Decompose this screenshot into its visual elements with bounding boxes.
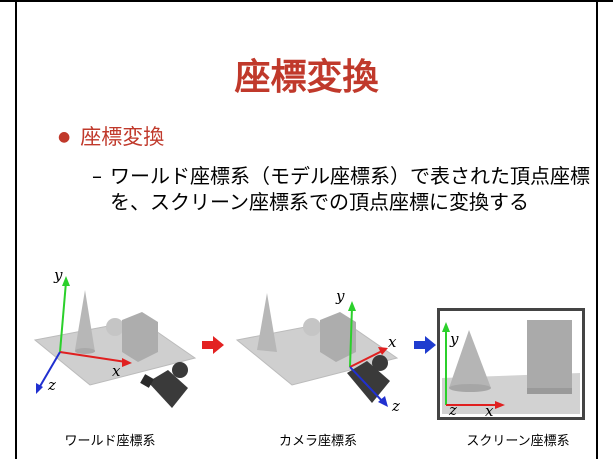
y-axis-arrowhead: [62, 276, 70, 286]
box-shape: [320, 312, 356, 362]
frame-left-border: [15, 0, 17, 459]
y-axis-label: y: [53, 270, 63, 284]
x-axis-label: x: [485, 402, 494, 420]
z-axis-label: z: [391, 397, 400, 415]
cone-shape: [449, 330, 491, 388]
cone-base: [75, 348, 95, 354]
cone-shape: [75, 290, 95, 352]
y-axis-arrowhead: [442, 322, 450, 332]
camera-coordinates-illustration: y x z: [235, 287, 400, 415]
camera-lens: [140, 374, 154, 388]
frame-top-border: [0, 0, 613, 2]
world-coordinates-illustration: y x z: [33, 270, 197, 408]
transform-arrow-blue: [414, 336, 436, 354]
x-axis-line: [59, 351, 127, 363]
world-coordinates-caption: ワールド座標系: [64, 434, 156, 449]
slide-title: 座標変換: [234, 57, 379, 98]
bullet-item: ● 座標変換: [58, 121, 164, 151]
z-axis-arrowhead: [378, 396, 388, 407]
y-axis-line: [59, 281, 67, 353]
camera-body: [148, 370, 188, 408]
sphere-shape: [106, 318, 124, 336]
sub-bullet-dash: –: [92, 164, 102, 188]
cone-base: [449, 384, 491, 392]
x-axis-arrowhead: [122, 358, 132, 367]
bullet-dot: ●: [58, 129, 71, 145]
camera-reel: [172, 362, 188, 378]
box-shape: [122, 312, 158, 362]
z-axis-arrowhead: [36, 383, 43, 394]
x-axis-arrowhead: [495, 401, 505, 409]
screen-coordinates-illustration: y x z: [437, 308, 585, 420]
z-axis-label: z: [47, 376, 56, 394]
y-axis-arrowhead: [348, 301, 356, 311]
y-axis-label: y: [335, 287, 345, 305]
z-axis-label: z: [448, 401, 457, 419]
sub-bullet-text: ワールド座標系（モデル座標系）で表された頂点座標を、スクリーン座標系での頂点座標…: [110, 164, 590, 214]
camera-coordinates-caption: カメラ座標系: [278, 434, 357, 449]
cone-shape: [257, 293, 277, 352]
frame-right-border: [596, 0, 598, 459]
sub-bullet: – ワールド座標系（モデル座標系）で表された頂点座標を、スクリーン座標系での頂点…: [92, 163, 592, 215]
x-axis-label: x: [388, 333, 397, 351]
box-shape: [527, 320, 572, 392]
x-axis-arrowhead: [378, 347, 388, 355]
sphere-shape: [303, 318, 321, 336]
z-axis-line: [38, 351, 61, 389]
x-axis-label: x: [112, 362, 121, 380]
camera-reel: [372, 355, 388, 371]
bullet-text: 座標変換: [80, 125, 165, 149]
camera-body: [347, 361, 390, 403]
transform-arrow-red: [202, 336, 224, 354]
z-axis-line: [349, 366, 385, 404]
y-axis-line: [349, 306, 353, 368]
x-axis-line: [349, 350, 383, 368]
box-shading: [527, 388, 572, 394]
screen-coordinates-caption: スクリーン座標系: [466, 434, 570, 449]
y-axis-label: y: [449, 330, 459, 348]
